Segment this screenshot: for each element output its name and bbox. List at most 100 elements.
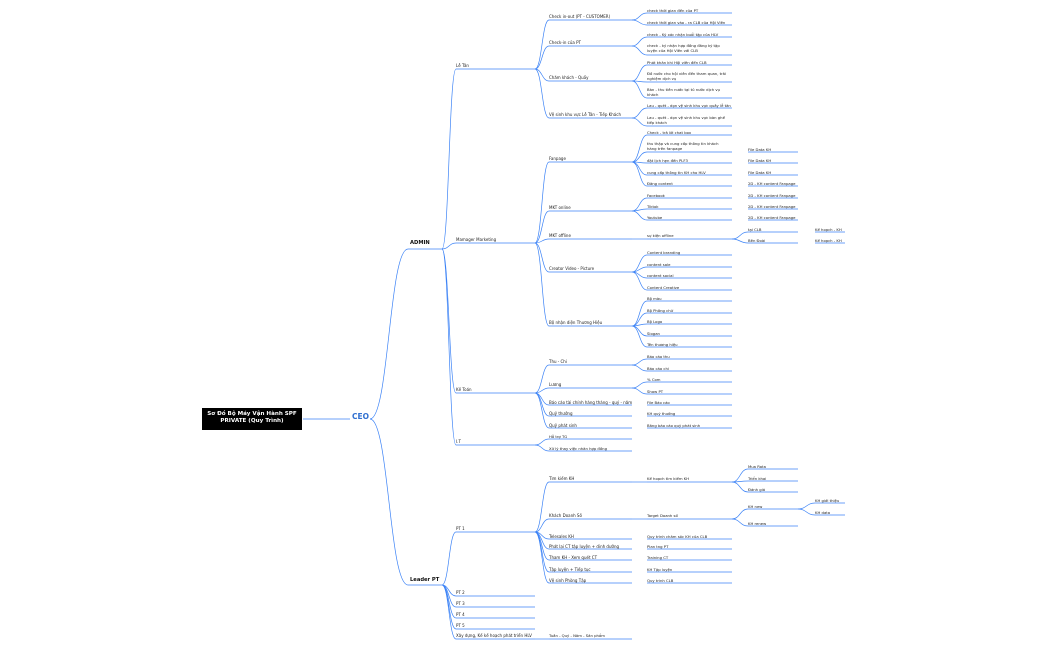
- quy-thuong-node[interactable]: Quỹ thưởng: [549, 411, 573, 416]
- thu-chi-item[interactable]: Báo cáo chi: [647, 366, 669, 371]
- quy-phat-sinh-node[interactable]: Quỹ phát sinh: [549, 423, 577, 428]
- check-in-out-child[interactable]: check thời gian đến của PT: [647, 8, 699, 13]
- pt1-item[interactable]: Tập luyện + Tiếp tục: [549, 567, 591, 572]
- fanpage-tag[interactable]: File Data KH: [748, 170, 772, 175]
- tim-kiem-plan[interactable]: Kế hoạch tìm kiếm KH: [647, 476, 690, 481]
- pt1-item[interactable]: Telesales KH: [549, 534, 574, 539]
- fanpage-item[interactable]: Check - trả lời chat box: [647, 130, 692, 135]
- bao-cao-tag[interactable]: File Báo cáo: [647, 400, 670, 405]
- cham-khach-node[interactable]: Chăm khách - Quầy: [549, 75, 589, 80]
- tim-kiem-child[interactable]: Đánh giá: [748, 487, 766, 492]
- mkt-online-tag[interactable]: 2D - KH content Fanpage: [748, 193, 796, 198]
- check-in-pt-child[interactable]: check - ký nhận hợp đồng đăng ký tập luy…: [647, 43, 720, 53]
- it-node[interactable]: I.T: [456, 439, 461, 444]
- check-in-out-child[interactable]: check thời gian vào - ra CLB của Hội Viê…: [647, 20, 726, 25]
- doanh-so-node[interactable]: Khách Doanh Số: [549, 513, 582, 518]
- brand-item[interactable]: Slogan: [647, 331, 660, 336]
- offline-item[interactable]: tại CLB: [748, 227, 762, 232]
- brand-item[interactable]: Bộ màu: [647, 296, 662, 301]
- pt1-item[interactable]: Phát lại CT tập luyện + dinh dưỡng: [549, 544, 620, 549]
- fanpage-node[interactable]: Fanpage: [549, 156, 566, 161]
- leader-pt-node[interactable]: Leader PT: [410, 577, 440, 583]
- video-node[interactable]: Creator Video - Picture: [549, 266, 595, 271]
- le-tan-node[interactable]: Lễ Tân: [456, 63, 469, 68]
- fanpage-tag[interactable]: 2D - KH content Fanpage: [748, 181, 796, 186]
- kh-new-child[interactable]: KH data: [815, 510, 831, 515]
- pt1-item[interactable]: Vệ sinh Phòng Tập: [549, 578, 587, 583]
- connector-curve: [441, 248, 457, 446]
- kh-new-child[interactable]: KH giới thiệu: [815, 498, 840, 503]
- pt2-node[interactable]: PT 2: [456, 590, 465, 595]
- pt1-tag[interactable]: Training CT: [647, 555, 669, 560]
- cham-khach-child[interactable]: Phát khăn khi Hội viên đến CLB: [647, 60, 707, 65]
- pt4-node[interactable]: PT 4: [456, 612, 465, 617]
- brand-item[interactable]: Tên thương hiệu: [647, 342, 678, 347]
- root-title[interactable]: Sơ Đồ Bộ Máy Vận Hành SPF PRIVATE (Quy T…: [202, 408, 302, 430]
- offline-tag[interactable]: Kế hoạch - KH: [815, 227, 842, 232]
- check-in-pt-child[interactable]: check - Ký xác nhận buổi tập của HLV: [647, 32, 719, 37]
- ceo-node[interactable]: CEO: [352, 412, 370, 421]
- brand-item[interactable]: Bộ Logo: [647, 319, 663, 324]
- luong-node[interactable]: Lương: [549, 382, 562, 387]
- pt1-tag[interactable]: Plan tng PT: [647, 544, 669, 549]
- pt1-node[interactable]: PT 1: [456, 526, 465, 531]
- video-item[interactable]: content social: [647, 273, 674, 278]
- connector-curve: [731, 468, 749, 483]
- pt1-tag[interactable]: KH Tập luyện: [647, 567, 673, 572]
- bao-cao-node[interactable]: Báo cáo tài chính hàng tháng - quý - năm: [549, 400, 633, 405]
- mkt-online-node[interactable]: MKT online: [549, 205, 571, 210]
- it-item[interactable]: Hỗ trợ TG: [549, 434, 568, 439]
- tim-kiem-child[interactable]: Triển khai: [748, 476, 767, 481]
- pt5-node[interactable]: PT 5: [456, 623, 465, 628]
- ve-sinh-child[interactable]: Lau - quét - dọn vệ sinh khu vực quầy lễ…: [647, 103, 731, 108]
- brand-item[interactable]: Bộ Phông chữ: [647, 308, 674, 313]
- cham-khach-child[interactable]: Đồ nước cho hội viên đến tham quan, trải…: [647, 71, 727, 81]
- pt1-item[interactable]: Tham KH - Xem quét CT: [549, 555, 598, 560]
- tim-kiem-child[interactable]: Mua Rata: [748, 464, 766, 469]
- fanpage-item[interactable]: thu thập và cung cấp thông tin khách hàn…: [647, 141, 719, 151]
- mkt-offline-node[interactable]: MKT offline: [549, 233, 571, 238]
- mkt-online-tag[interactable]: 2D - KH content Fanpage: [748, 215, 796, 220]
- hlv-plan-tag[interactable]: Tuần - Quý - Năm - Sản phẩm: [549, 633, 605, 638]
- kh-renew-node[interactable]: KH renew: [748, 521, 767, 526]
- mkt-online-item[interactable]: Youtube: [647, 215, 663, 220]
- thu-chi-item[interactable]: Báo cáo thu: [647, 354, 670, 359]
- marketing-node[interactable]: Mamager Marketing: [456, 237, 497, 242]
- fanpage-item[interactable]: Đăng content: [647, 181, 673, 186]
- admin-node[interactable]: ADMIN: [410, 240, 430, 246]
- brand-node[interactable]: Bộ nhận diện Thương Hiệu: [549, 320, 603, 325]
- ke-toan-node[interactable]: Kế Toán: [456, 387, 472, 392]
- connector-curve: [534, 518, 550, 533]
- fanpage-item[interactable]: đặt lịch hẹn đến PLF3: [647, 158, 688, 163]
- fanpage-tag[interactable]: File Data KH: [748, 147, 772, 152]
- video-item[interactable]: Content branding: [647, 250, 681, 255]
- ve-sinh-le-tan-node[interactable]: Vệ sinh khu vực Lễ Tân - Tiếp Khách: [549, 112, 621, 117]
- fanpage-tag[interactable]: File Data KH: [748, 158, 772, 163]
- tim-kiem-node[interactable]: Tìm kiếm KH: [549, 476, 575, 481]
- kh-new-node[interactable]: KH new: [748, 504, 763, 509]
- luong-item[interactable]: % Com: [647, 377, 661, 382]
- thu-chi-node[interactable]: Thu - Chi: [549, 359, 567, 364]
- offline-event[interactable]: sự kiện offline: [647, 233, 674, 238]
- ve-sinh-child[interactable]: Lau - quét - dọn vệ sinh khu vực bàn ghế…: [647, 115, 725, 125]
- video-item[interactable]: Content Creative: [647, 285, 680, 290]
- hlv-plan-node[interactable]: Xây dựng, Kế kế hoạch phát triển HLV: [456, 633, 532, 638]
- offline-item[interactable]: Bên Đoài: [748, 238, 766, 243]
- pt1-tag[interactable]: Quy trình CLB: [647, 578, 674, 583]
- mkt-online-tag[interactable]: 2D - KH content Fanpage: [748, 204, 796, 209]
- mkt-online-item[interactable]: Tiktok: [647, 204, 659, 209]
- check-in-out-node[interactable]: Check in-out (PT - CUSTOMER): [549, 14, 611, 19]
- pt1-tag[interactable]: Quy trình chăm sóc KH của CLB: [647, 534, 708, 539]
- cham-khach-child[interactable]: Bàn - thu tiền nước tại tủ nước dịch vụ …: [647, 87, 720, 97]
- check-in-pt-node[interactable]: Check-in của PT: [549, 40, 581, 45]
- it-item[interactable]: Xử lý thay việc nhân hợp đồng: [549, 446, 607, 451]
- fanpage-item[interactable]: cung cấp thông tin KH cho HLV: [647, 170, 706, 175]
- quy-thuong-tag[interactable]: KH quỹ thưởng: [647, 411, 676, 416]
- pt3-node[interactable]: PT 3: [456, 601, 465, 606]
- luong-item[interactable]: Show PT: [647, 389, 664, 394]
- video-item[interactable]: content sale: [647, 262, 671, 267]
- quy-phat-sinh-tag[interactable]: Bảng báo cáo quỹ phát sinh: [647, 423, 701, 428]
- mkt-online-item[interactable]: Facebook: [647, 193, 665, 198]
- offline-tag[interactable]: Kế hoạch - KH: [815, 238, 842, 243]
- doanh-so-plan[interactable]: Target Doanh số: [647, 513, 678, 518]
